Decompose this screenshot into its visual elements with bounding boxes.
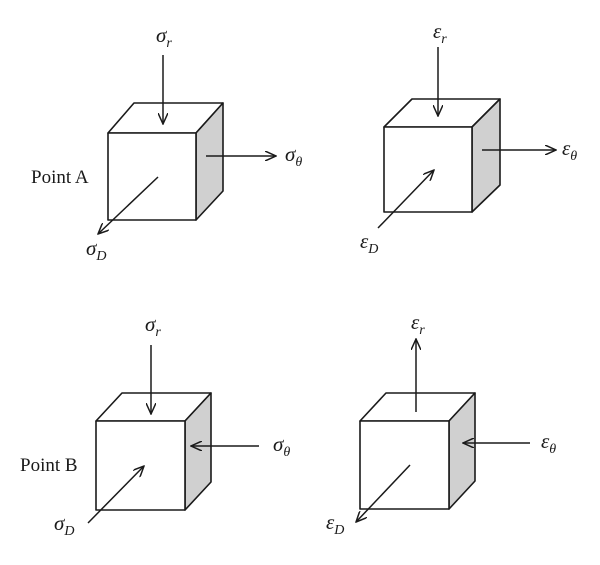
arrow-sigma-d-a (98, 176, 159, 234)
label-sigma-theta-b: σθ (273, 432, 290, 460)
point-a-label: Point A (31, 167, 89, 188)
arrow-epsilon-d-a (377, 170, 434, 229)
point-b-label: Point B (20, 455, 78, 476)
arrow-sigma-d-b (87, 466, 144, 524)
label-epsilon-theta-b: εθ (541, 429, 556, 457)
cube-strain-point-b (359, 392, 476, 510)
label-sigma-r-a: σr (156, 23, 172, 51)
label-epsilon-d-b: εD (326, 510, 344, 538)
label-epsilon-theta-a: εθ (562, 136, 577, 164)
label-sigma-d-b: σD (54, 511, 74, 539)
cube-front-face (107, 132, 197, 221)
cube-strain-point-a (383, 98, 501, 213)
cube-front-face (95, 420, 186, 511)
cube-stress-point-b (95, 392, 212, 511)
cube-front-face (359, 420, 450, 510)
arrow-epsilon-d-b (356, 464, 411, 522)
label-sigma-r-b: σr (145, 312, 161, 340)
cube-front-face (383, 126, 473, 213)
label-epsilon-r-a: εr (433, 19, 447, 47)
label-sigma-theta-a: σθ (285, 142, 302, 170)
label-sigma-d-a: σD (86, 236, 106, 264)
label-epsilon-r-b: εr (411, 310, 425, 338)
cube-stress-point-a (107, 102, 224, 221)
label-epsilon-d-a: εD (360, 229, 378, 257)
